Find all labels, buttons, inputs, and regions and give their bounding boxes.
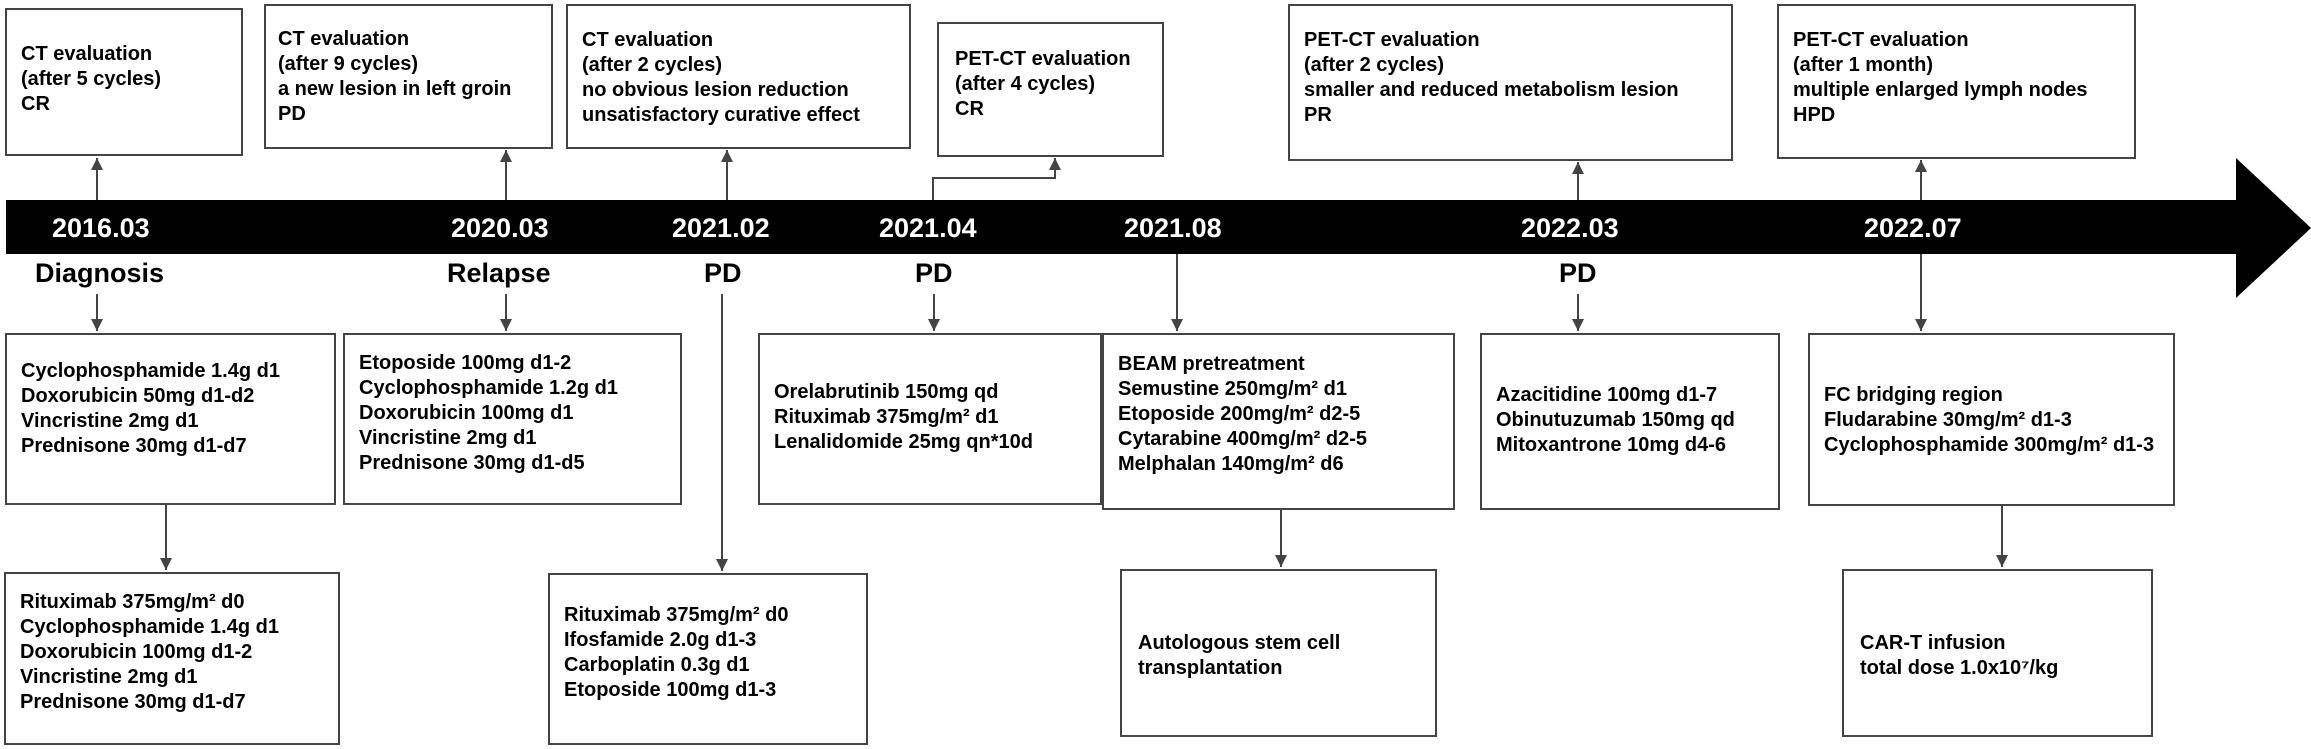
regimen-box: Rituximab 375mg/m² d0 Ifosfamide 2.0g d1-… (548, 573, 868, 745)
box-line: Lenalidomide 25mg qn*10d (774, 431, 1033, 453)
box-line: (after 4 cycles) (955, 73, 1096, 95)
status-label: PD (915, 258, 953, 288)
box-line: a new lesion in left groin (278, 78, 512, 100)
box-line: PR (1304, 104, 1332, 126)
box-line: Azacitidine 100mg d1-7 (1496, 384, 1718, 406)
timeline-date: 2022.03 (1521, 213, 1619, 243)
box-line: Ifosfamide 2.0g d1-3 (564, 629, 757, 651)
box-line: Cytarabine 400mg/m² d2-5 (1118, 428, 1367, 450)
box-line: Etoposide 100mg d1-3 (564, 679, 777, 701)
status-label: Relapse (447, 258, 551, 288)
box-line: total dose 1.0x10⁷/kg (1860, 657, 2059, 679)
box-line: PET-CT evaluation (955, 48, 1131, 70)
timeline-date: 2021.08 (1124, 213, 1222, 243)
box-line: Doxorubicin 100mg d1-2 (20, 641, 253, 663)
box-line: (after 2 cycles) (1304, 54, 1445, 76)
box-line: (after 5 cycles) (21, 68, 162, 90)
box-line: (after 9 cycles) (278, 53, 419, 75)
timeline-date: 2021.04 (879, 213, 977, 243)
timeline-date: 2022.07 (1864, 213, 1962, 243)
box-line: Mitoxantrone 10mg d4-6 (1496, 434, 1727, 456)
box-line: Melphalan 140mg/m² d6 (1118, 453, 1344, 475)
box-line: Orelabrutinib 150mg qd (774, 381, 999, 403)
box-line: Obinutuzumab 150mg qd (1496, 409, 1735, 431)
box-line: (after 1 month) (1793, 54, 1933, 76)
box-line: PET-CT evaluation (1793, 29, 1969, 51)
box-line: Doxorubicin 50mg d1-d2 (21, 385, 255, 407)
top-box: CT evaluation (after 9 cycles) a new lesio… (264, 4, 553, 149)
box-line: CR (21, 93, 50, 115)
status-label: Diagnosis (35, 258, 165, 288)
timeline-date: 2020.03 (451, 213, 549, 243)
box-line: multiple enlarged lymph nodes (1793, 79, 2088, 101)
box-line: Etoposide 100mg d1-2 (359, 352, 572, 374)
box-line: Vincristine 2mg d1 (359, 427, 537, 449)
box-line: HPD (1793, 104, 1836, 126)
box-line: Rituximab 375mg/m² d1 (774, 406, 999, 428)
box-line: Cyclophosphamide 300mg/m² d1-3 (1824, 434, 2155, 456)
box-line: CAR-T infusion (1860, 632, 2006, 654)
top-box: PET-CT evaluation (after 4 cycles) CR (937, 22, 1164, 157)
box-line: Etoposide 200mg/m² d2-5 (1118, 403, 1361, 425)
status-label: PD (704, 258, 742, 288)
box-line: CT evaluation (21, 43, 153, 65)
timeline-date: 2021.02 (672, 213, 770, 243)
box-line: Semustine 250mg/m² d1 (1118, 378, 1347, 400)
box-line: CT evaluation (278, 28, 410, 50)
connector-2021-04-top (932, 158, 1061, 200)
box-line: unsatisfactory curative effect (582, 104, 860, 126)
box-line: smaller and reduced metabolism lesion (1304, 79, 1679, 101)
box-line: Vincristine 2mg d1 (21, 410, 199, 432)
timeline-arrow (6, 158, 2311, 298)
box-line: Prednisone 30mg d1-d5 (359, 452, 585, 474)
regimen-box: Cyclophosphamide 1.4g d1 Doxorubicin 50mg… (5, 333, 336, 505)
box-line: (after 2 cycles) (582, 54, 723, 76)
box-line: CT evaluation (582, 29, 714, 51)
box-line: Doxorubicin 100mg d1 (359, 402, 574, 424)
top-box: CT evaluation (after 2 cycles) no obvious … (566, 4, 911, 149)
box-line: no obvious lesion reduction (582, 79, 849, 101)
box-line: Prednisone 30mg d1-d7 (20, 691, 246, 713)
status-label: PD (1559, 258, 1597, 288)
box-line: Rituximab 375mg/m² d0 (20, 591, 245, 613)
box-line: CR (955, 98, 984, 120)
box-line: Autologous stem cell (1138, 632, 1341, 654)
box-line: PD (278, 103, 306, 125)
transplant-box: Autologous stem cell transplantation (1120, 569, 1437, 737)
timeline-date: 2016.03 (52, 213, 150, 243)
regimen-box: Orelabrutinib 150mg qd Rituximab 375mg/m²… (758, 333, 1102, 505)
top-box: CT evaluation (after 5 cycles) CR (5, 8, 243, 156)
box-line: Cyclophosphamide 1.4g d1 (20, 616, 279, 638)
regimen-box: Rituximab 375mg/m² d0 Cyclophosphamide 1.… (4, 572, 340, 745)
box-line: Rituximab 375mg/m² d0 (564, 604, 789, 626)
top-box: PET-CT evaluation (after 1 month) multiple… (1777, 4, 2136, 159)
box-line: FC bridging region (1824, 384, 2003, 406)
box-line: Carboplatin 0.3g d1 (564, 654, 750, 676)
box-line: Cyclophosphamide 1.4g d1 (21, 360, 280, 382)
box-line: Cyclophosphamide 1.2g d1 (359, 377, 618, 399)
box-line: Vincristine 2mg d1 (20, 666, 198, 688)
box-line: Fludarabine 30mg/m² d1-3 (1824, 409, 2072, 431)
box-line: BEAM pretreatment (1118, 353, 1305, 375)
box-line: PET-CT evaluation (1304, 29, 1480, 51)
car-t-box: CAR-T infusion total dose 1.0x10⁷/kg (1842, 569, 2153, 737)
box-line: transplantation (1138, 657, 1283, 679)
top-box: PET-CT evaluation (after 2 cycles) smaller… (1288, 4, 1733, 161)
box-line: Prednisone 30mg d1-d7 (21, 435, 247, 457)
